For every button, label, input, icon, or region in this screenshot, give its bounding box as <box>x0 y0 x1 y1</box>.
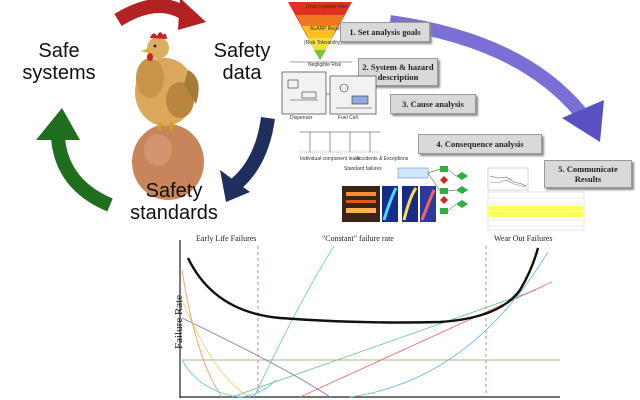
safety-standards-label: Safety standards <box>130 180 218 224</box>
cause-right-label: Accidents & Exceptions <box>356 156 409 162</box>
region-constant-rate: "Constant" failure rate <box>322 234 394 243</box>
qra-step-1: 1. Set analysis goals <box>340 22 430 42</box>
safe-systems-label: Safe systems <box>22 40 96 84</box>
qra-step-5: 5. Communicate Results <box>544 160 632 188</box>
safety-data-label: Safety data <box>213 40 271 84</box>
risk-top-label: Unacceptable Risk <box>306 4 348 10</box>
risk-middle-label: ALARP Region <box>310 26 344 32</box>
cause-mid-label: Standard failures <box>344 166 382 172</box>
cause-left-label: Individual component leaks <box>300 156 361 162</box>
fuel-cell-label: Fuel Cell <box>338 115 358 121</box>
qra-step-3: 3. Cause analysis <box>390 94 476 114</box>
risk-middle-sub-label: (Risk Tolerability) <box>304 40 342 46</box>
bathtub-y-axis-label: Failure Rate <box>173 294 185 350</box>
qra-step-4: 4. Consequence analysis <box>418 134 542 154</box>
region-wear-out: Wear Out Failures <box>494 234 553 243</box>
risk-bottom-label: Negligible Risk <box>308 62 342 68</box>
region-early-life: Early Life Failures <box>196 234 257 243</box>
dispenser-label: Dispenser <box>290 115 313 121</box>
